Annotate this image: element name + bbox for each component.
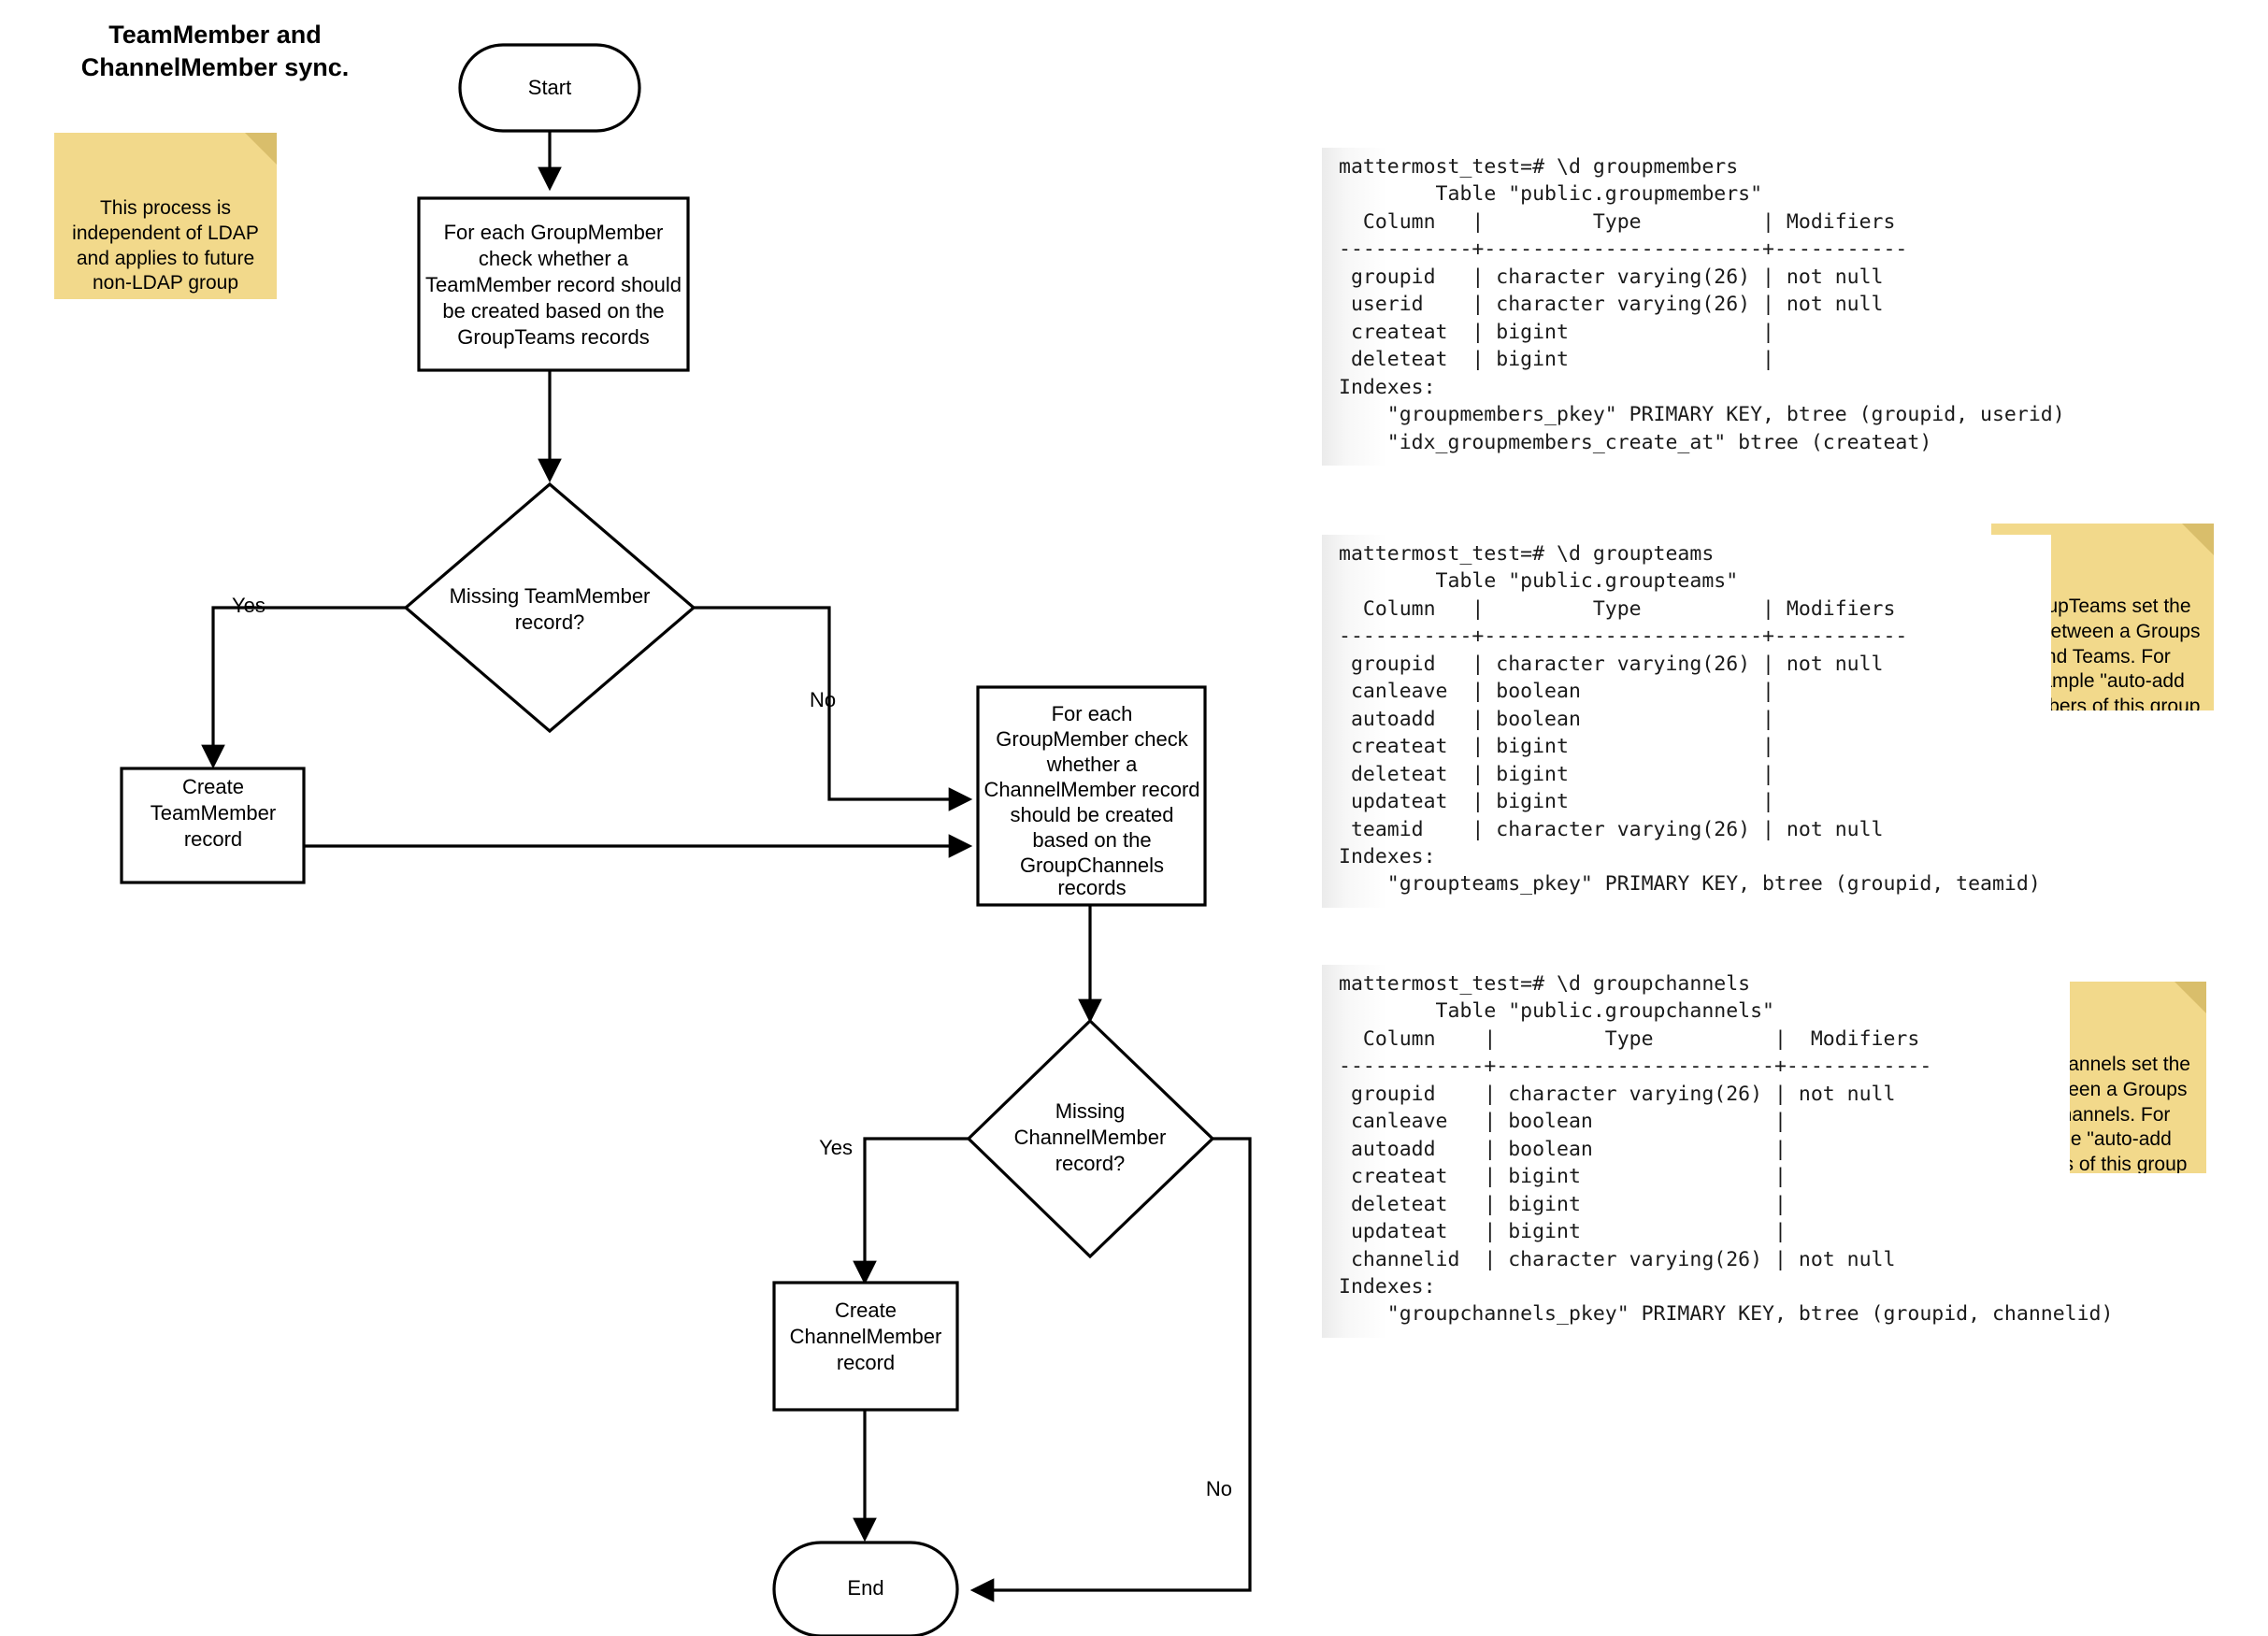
node-decision-missing-channelmember[interactable] [966,1018,1215,1259]
connector-channel-yes [853,1137,969,1285]
node-check-channelmember-line-6: GroupChannels [1020,854,1164,877]
node-check-teammember-line-4: GroupTeams records [457,325,649,349]
node-decision-missing-teammember[interactable] [403,481,696,734]
node-check-channelmember-line-7: records [1057,876,1126,899]
connector-channel-no [969,1137,1252,1602]
terminal-output-groupmembers: mattermost_test=# \d groupmembers Table … [1322,148,2065,466]
flowchart-diagram: Start For each GroupMember check whether… [120,43,1252,1636]
connector-team-no [692,606,973,811]
node-check-teammember-line-1: check whether a [479,247,629,270]
connector-team-yes [201,606,406,769]
edge-label-channel-yes: Yes [819,1136,853,1159]
node-check-channelmember-line-2: whether a [1046,753,1138,776]
node-decision-missing-teammember-line-0: Missing TeamMember [450,584,651,608]
node-decision-missing-channelmember-line-0: Missing [1055,1099,1126,1123]
node-check-teammember-line-3: be created based on the [442,299,664,323]
node-decision-missing-channelmember-line-2: record? [1055,1152,1126,1175]
node-check-channelmember-line-4: should be created [1011,803,1174,826]
node-create-channelmember-line-0: Create [835,1299,897,1322]
page-title: TeamMember and ChannelMember sync. [80,21,350,82]
terminal-output-groupteams: mattermost_test=# \d groupteams Table "p… [1322,535,2051,908]
node-create-teammember-line-2: record [184,827,242,851]
edge-label-team-no: No [810,688,836,711]
node-decision-missing-channelmember-line-1: ChannelMember [1014,1126,1167,1149]
node-create-teammember-line-0: Create [182,775,244,798]
node-decision-missing-teammember-line-1: record? [515,610,585,634]
sticky-note-ldap: This process is independent of LDAP and … [54,133,277,299]
node-check-teammember[interactable] [417,196,690,372]
node-start[interactable] [458,43,641,133]
node-check-channelmember-line-1: GroupMember check [996,727,1188,751]
note-fold-corner-icon [245,133,277,165]
node-create-channelmember[interactable] [772,1281,959,1412]
note-fold-corner-icon [2182,524,2214,555]
node-check-channelmember[interactable] [976,685,1207,907]
node-check-teammember-line-0: For each GroupMember [444,221,664,244]
sticky-note-ldap-text: This process is independent of LDAP and … [72,196,259,299]
node-check-channelmember-line-0: For each [1052,702,1133,725]
node-check-teammember-line-2: TeamMember record should [425,273,682,296]
node-create-teammember[interactable] [120,767,306,884]
node-end[interactable] [772,1541,959,1636]
node-create-channelmember-line-1: ChannelMember [790,1325,942,1348]
node-check-channelmember-line-5: based on the [1032,828,1151,852]
node-check-channelmember-line-3: ChannelMember record [983,778,1199,801]
edge-label-team-yes: Yes [232,594,266,617]
terminal-output-groupchannels: mattermost_test=# \d groupchannels Table… [1322,965,2113,1338]
node-create-channelmember-line-2: record [837,1351,895,1374]
node-start-label: Start [528,76,571,99]
note-fold-corner-icon [2175,982,2206,1013]
node-create-teammember-line-1: TeamMember [151,801,276,825]
node-end-label: End [847,1576,883,1600]
edge-label-channel-no: No [1206,1477,1232,1500]
